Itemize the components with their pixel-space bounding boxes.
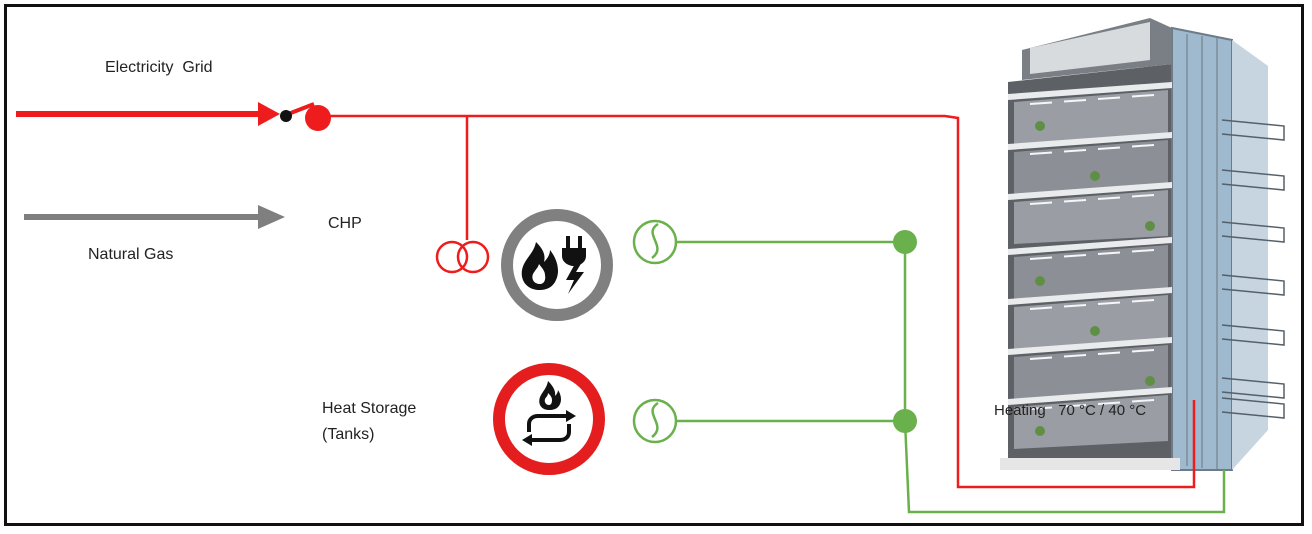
- heat-lines: [677, 240, 1226, 514]
- building-icon: [1000, 18, 1285, 471]
- heat-storage-label: Heat Storage (Tanks): [322, 400, 417, 443]
- grid-arrowhead: [258, 102, 280, 126]
- heating-temperature-label: Heating 70 °C / 40 °C: [994, 402, 1147, 419]
- heat-exchanger-icon: [632, 398, 678, 444]
- grid-node: [305, 105, 331, 131]
- electricity-grid-label: Electricity Grid: [105, 59, 213, 76]
- heat-node-bottom: [893, 409, 917, 433]
- heat-node-top: [893, 230, 917, 254]
- heat-exchanger-icon: [632, 219, 678, 265]
- flame-cycle-icon: [522, 381, 576, 446]
- switch-pivot: [280, 110, 292, 122]
- heat-storage-unit: [493, 363, 605, 475]
- natural-gas-arrow: [24, 205, 285, 229]
- electricity-lines: [16, 102, 1196, 489]
- flame-plug-icon: [521, 236, 586, 294]
- chp-unit: [501, 209, 613, 321]
- chp-label: CHP: [328, 215, 362, 232]
- transformer-icon: [435, 240, 490, 274]
- natural-gas-label: Natural Gas: [88, 246, 174, 263]
